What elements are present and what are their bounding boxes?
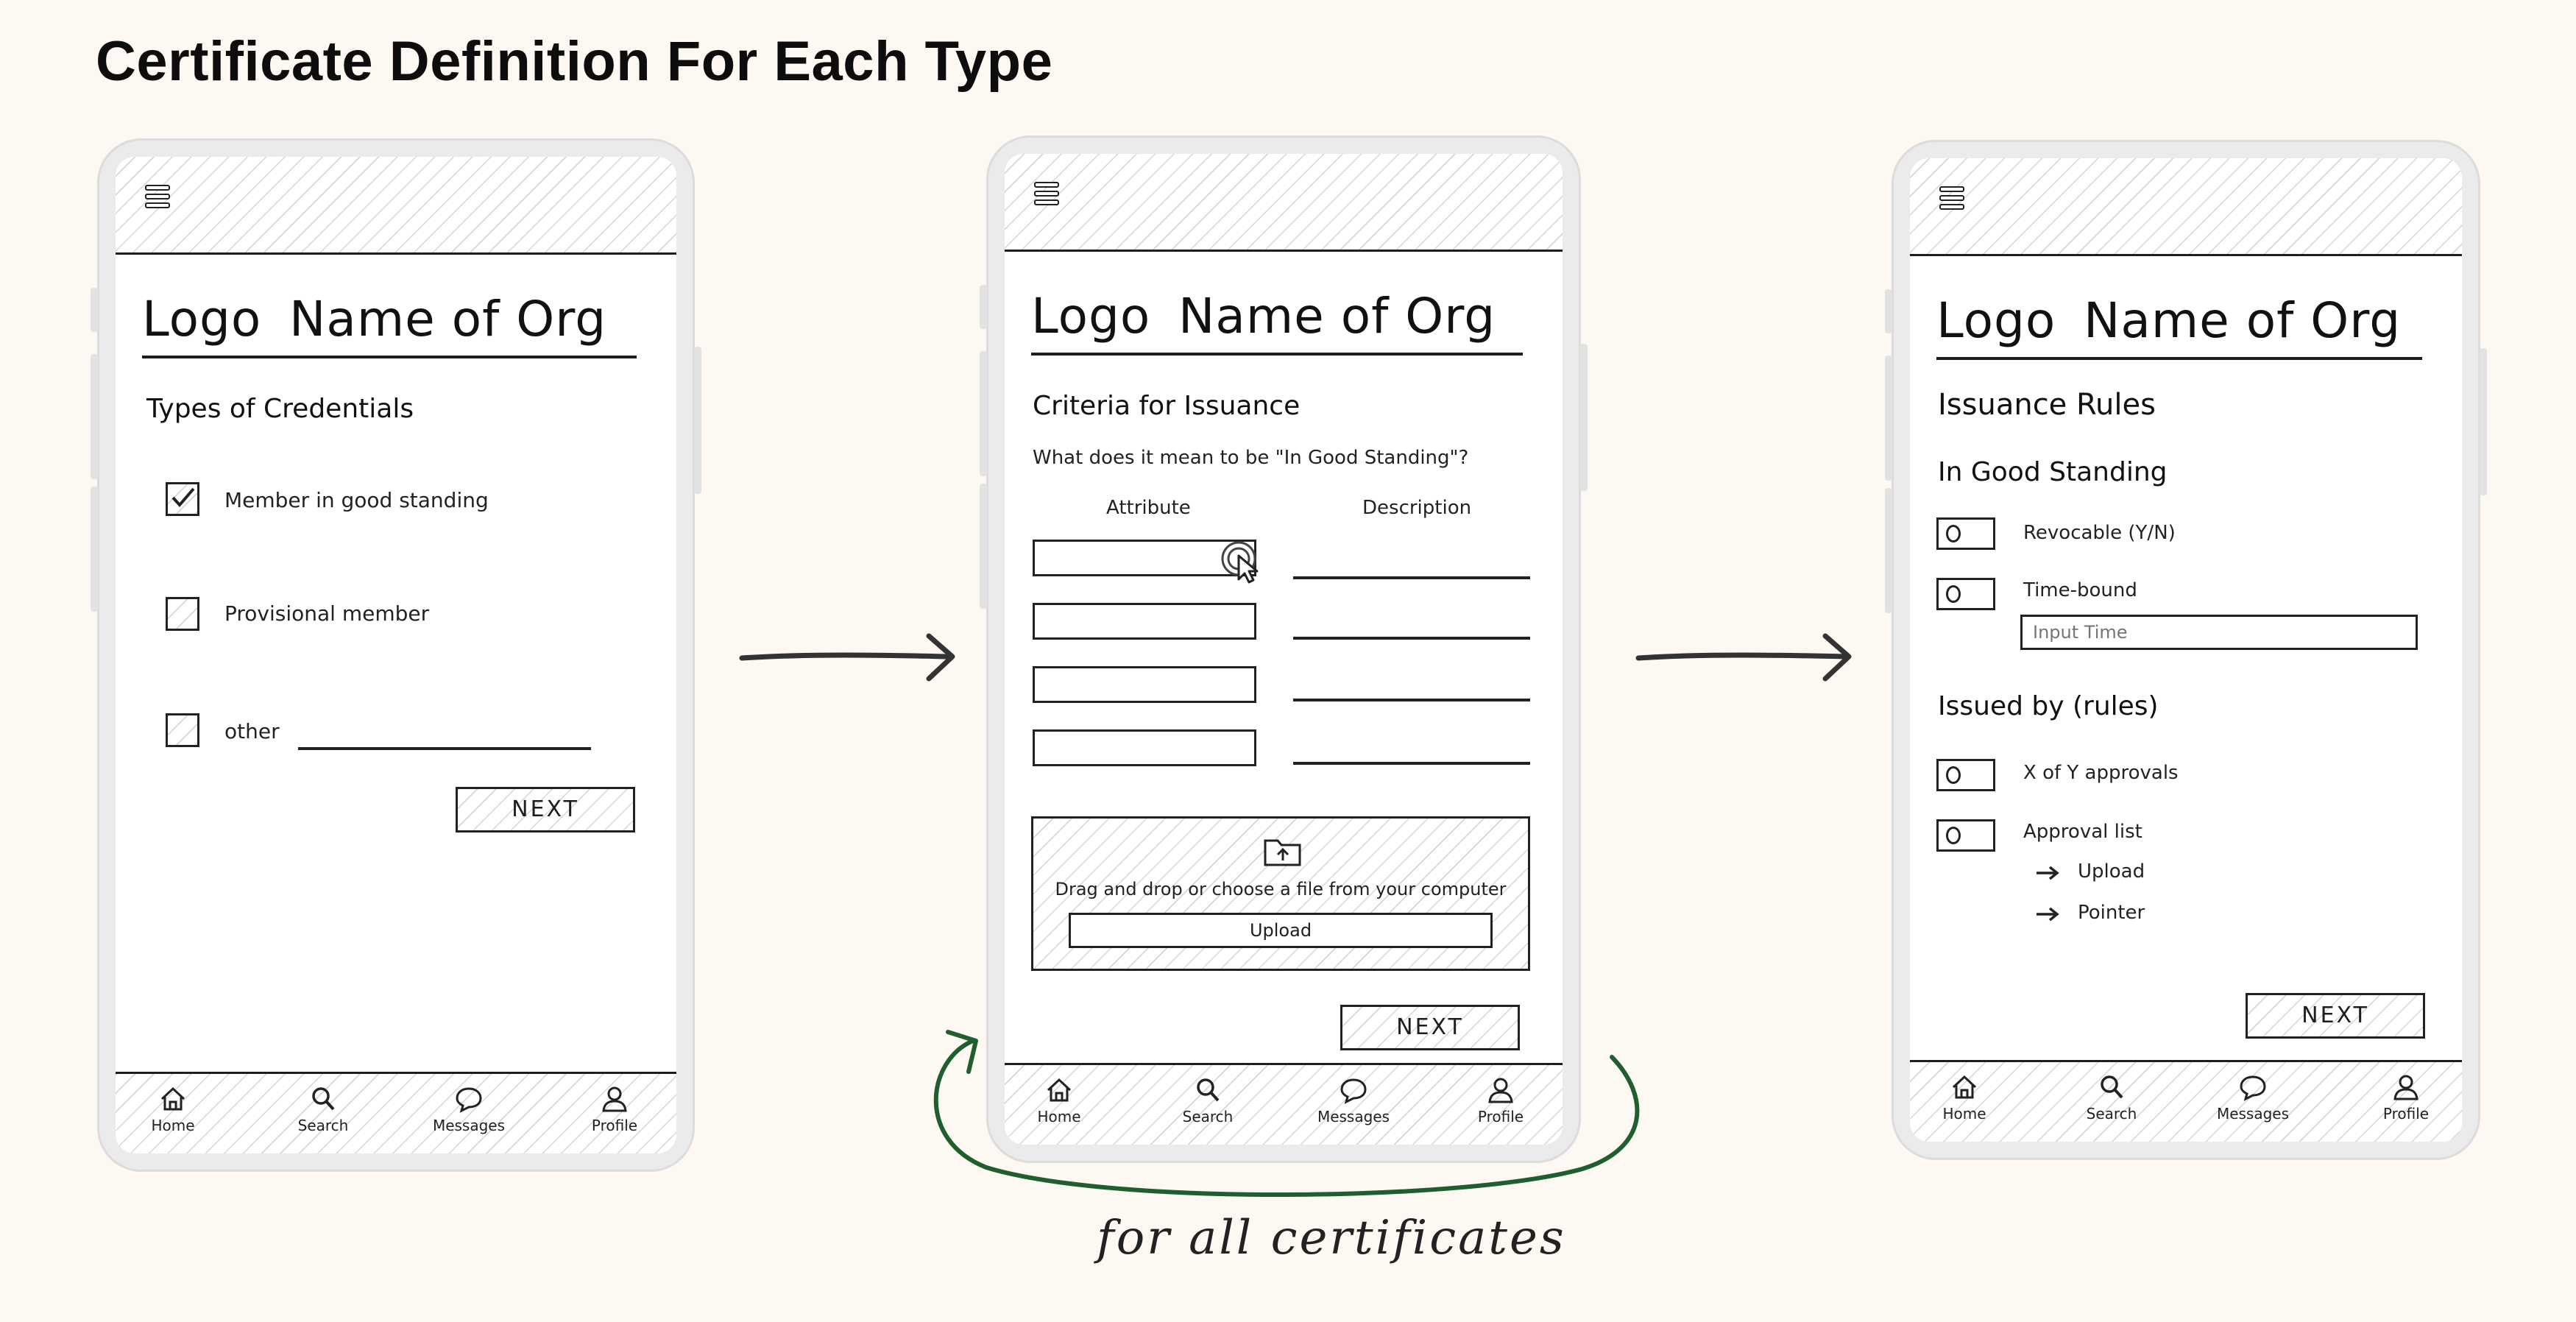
approval-upload-option[interactable]: Upload [2078, 860, 2145, 883]
phone-screen-1: Logo Name of Org Types of Credentials Me… [91, 138, 701, 1172]
input-time-field[interactable] [2020, 615, 2418, 650]
dropzone-text: Drag and drop or choose a file from your… [1055, 879, 1507, 899]
hamburger-menu-icon[interactable] [145, 185, 170, 208]
cursor-click-icon [1221, 541, 1259, 584]
bottom-nav: Home Search Messages Profile [116, 1072, 676, 1153]
checkbox-provisional-member[interactable] [166, 597, 199, 631]
revocable-toggle[interactable] [1936, 517, 1995, 550]
nav-messages[interactable]: Messages [425, 1084, 513, 1134]
attribute-input[interactable] [1033, 729, 1256, 766]
messages-icon [2240, 1075, 2266, 1101]
phone-screen-3: Logo Name of Org Issuance Rules In Good … [1885, 140, 2487, 1160]
option-label: Provisional member [224, 601, 430, 626]
file-dropzone[interactable]: Drag and drop or choose a file from your… [1031, 816, 1530, 971]
org-name: Name of Org [2084, 292, 2402, 349]
top-app-bar [116, 157, 676, 255]
loop-arrow-icon [933, 1030, 1640, 1198]
attribute-input[interactable] [1033, 603, 1256, 640]
home-icon [160, 1086, 185, 1111]
bottom-nav: Home Search Messages Profile [1910, 1060, 2462, 1142]
bottom-nav: Home Search Messages Profile [1005, 1063, 1563, 1145]
org-header: Logo Name of Org [142, 282, 637, 358]
top-app-bar [1005, 154, 1563, 252]
hamburger-menu-icon[interactable] [1939, 186, 1964, 210]
approval-pointer-option[interactable]: Pointer [2078, 902, 2145, 924]
approval-list-label: Approval list [2023, 821, 2142, 843]
logo: Logo [1031, 288, 1151, 344]
description-input[interactable] [1293, 576, 1530, 579]
option-label: Member in good standing [224, 488, 489, 512]
next-button[interactable]: NEXT [456, 787, 635, 833]
nav-home[interactable]: Home [129, 1084, 217, 1134]
org-header: Logo Name of Org [1031, 279, 1523, 356]
top-app-bar [1910, 158, 2462, 256]
revocable-label: Revocable (Y/N) [2023, 522, 2176, 544]
other-text-field[interactable] [298, 747, 591, 750]
next-button[interactable]: NEXT [2246, 993, 2425, 1039]
criteria-question: What does it mean to be "In Good Standin… [1033, 447, 1469, 469]
logo: Logo [142, 291, 262, 347]
nav-home[interactable]: Home [1920, 1072, 2009, 1123]
nav-search[interactable]: Search [279, 1084, 367, 1134]
home-icon [1952, 1075, 1977, 1099]
logo: Logo [1936, 292, 2056, 349]
column-header-description: Description [1362, 497, 1472, 519]
nav-profile[interactable]: Profile [2362, 1072, 2450, 1123]
time-bound-toggle[interactable] [1936, 578, 1995, 610]
attribute-input[interactable] [1033, 666, 1256, 703]
column-header-attribute: Attribute [1106, 497, 1191, 519]
profile-icon [1488, 1078, 1513, 1103]
home-icon [1047, 1078, 1072, 1102]
nav-search[interactable]: Search [1164, 1075, 1252, 1125]
nav-messages[interactable]: Messages [2209, 1072, 2297, 1123]
x-of-y-label: X of Y approvals [2023, 762, 2179, 784]
description-input[interactable] [1293, 699, 1530, 701]
section-heading: Types of Credentials [146, 394, 414, 424]
nav-profile[interactable]: Profile [1457, 1075, 1545, 1125]
option-label: other [224, 719, 280, 743]
section-heading: Criteria for Issuance [1033, 391, 1301, 421]
checkbox-other[interactable] [166, 713, 199, 747]
nav-profile[interactable]: Profile [570, 1084, 659, 1134]
org-name: Name of Org [1178, 288, 1496, 344]
flow-arrow-icon [1635, 633, 1852, 682]
description-input[interactable] [1293, 637, 1530, 640]
nav-search[interactable]: Search [2067, 1072, 2156, 1123]
search-icon [1197, 1078, 1220, 1102]
messages-icon [1340, 1078, 1367, 1104]
search-icon [2101, 1075, 2123, 1099]
nav-home[interactable]: Home [1015, 1075, 1103, 1125]
attribute-input[interactable] [1033, 540, 1256, 576]
profile-icon [2393, 1075, 2418, 1100]
description-input[interactable] [1293, 762, 1530, 765]
arrow-right-icon [2037, 907, 2059, 922]
loop-caption: for all certificates [1097, 1211, 1566, 1265]
x-of-y-toggle[interactable] [1936, 759, 1995, 791]
org-name: Name of Org [289, 291, 607, 347]
section-heading: Issuance Rules [1938, 388, 2156, 422]
flow-arrow-icon [739, 633, 955, 682]
profile-icon [602, 1086, 627, 1112]
arrow-right-icon [2037, 866, 2059, 880]
checkbox-member-in-good-standing[interactable] [166, 482, 199, 516]
approval-list-toggle[interactable] [1936, 819, 1995, 852]
folder-upload-icon [1264, 839, 1301, 866]
checkmark-icon [171, 487, 195, 508]
org-header: Logo Name of Org [1936, 283, 2422, 360]
nav-messages[interactable]: Messages [1309, 1075, 1398, 1125]
phone-screen-2: Logo Name of Org Criteria for Issuance W… [980, 135, 1588, 1163]
subsection-heading: Issued by (rules) [1938, 691, 2159, 721]
hamburger-menu-icon[interactable] [1034, 182, 1059, 205]
next-button[interactable]: NEXT [1340, 1005, 1520, 1050]
upload-button[interactable]: Upload [1069, 913, 1493, 948]
messages-icon [456, 1087, 482, 1113]
subsection-heading: In Good Standing [1938, 457, 2168, 487]
time-bound-label: Time-bound [2023, 579, 2137, 601]
page-title: Certificate Definition For Each Type [96, 30, 1053, 93]
search-icon [312, 1087, 335, 1111]
